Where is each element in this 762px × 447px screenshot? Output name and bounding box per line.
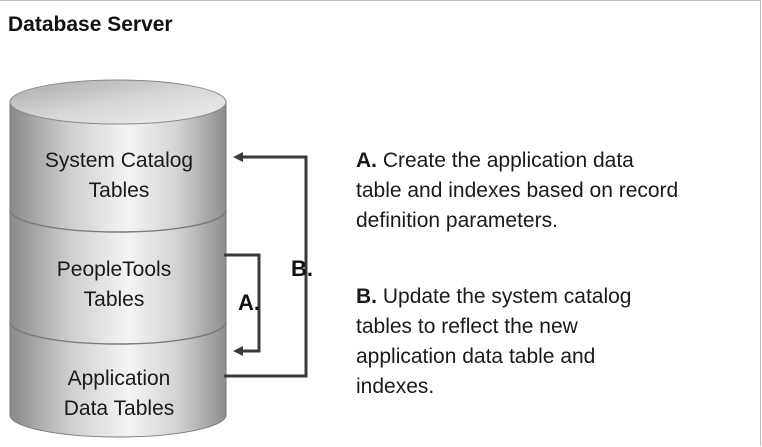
segment-label-line2: Data Tables — [63, 397, 175, 420]
note-b-line: tables to reflect the new — [356, 315, 578, 338]
note-b-line: application data table and — [356, 345, 596, 368]
segment-label-line1: System Catalog — [44, 149, 194, 172]
segment-divider-2 — [9, 321, 227, 345]
arrow-a — [224, 253, 261, 356]
diagram-title: Database Server — [8, 13, 173, 36]
note-b: B. Update the system catalog tables to r… — [356, 282, 631, 402]
segment-label-line1: PeopleTools — [56, 258, 172, 281]
segment-label-line1: Application — [67, 367, 171, 390]
arrow-b — [224, 152, 308, 378]
segment-peopletools: PeopleTools Tables — [14, 255, 214, 315]
segment-application-data: Application Data Tables — [14, 364, 224, 424]
segment-label-line2: Tables — [88, 179, 150, 202]
segment-divider-1 — [9, 209, 227, 233]
note-a-line: definition parameters. — [356, 209, 558, 232]
note-a-line: table and indexes based on record — [356, 179, 679, 202]
segment-system-catalog: System Catalog Tables — [14, 146, 224, 206]
segment-label-line2: Tables — [83, 288, 145, 311]
note-a-line: Create the application data — [382, 149, 634, 172]
arrow-b-label: B. — [291, 256, 313, 281]
note-b-line: indexes. — [356, 375, 435, 398]
note-b-letter: B. — [356, 285, 377, 308]
database-cylinder — [9, 79, 227, 438]
note-a-letter: A. — [356, 149, 377, 172]
arrow-a-label: A. — [238, 290, 260, 315]
cylinder-top — [9, 79, 227, 125]
note-a: A. Create the application data table and… — [356, 146, 678, 236]
note-b-line: Update the system catalog — [382, 285, 632, 308]
